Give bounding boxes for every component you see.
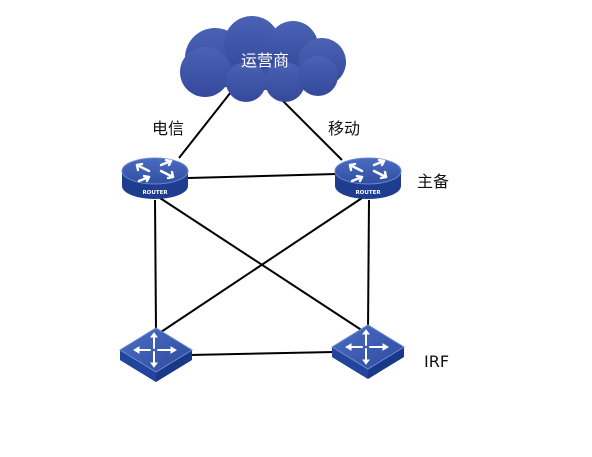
- router-icon: [121, 157, 189, 199]
- isp-cloud: 运营商: [180, 16, 346, 102]
- router-left: ROUTER: [121, 157, 189, 199]
- switch-right: [331, 324, 405, 379]
- router-badge-right: ROUTER: [355, 190, 381, 196]
- link-router-left-switch-left: [154, 199, 157, 331]
- router-right: ROUTER: [334, 157, 402, 199]
- link-router-right-switch-right: [367, 199, 370, 331]
- role-label-irf: IRF: [424, 352, 449, 371]
- link-router-left-switch-right: [159, 197, 367, 334]
- layer3-switch-icon: [119, 327, 193, 382]
- link-cloud-router-left: [178, 91, 232, 159]
- link-switch-switch: [189, 351, 335, 356]
- link-router-right-switch-left: [157, 197, 363, 335]
- cloud-label: 运营商: [241, 51, 289, 70]
- isp-label-mobile: 移动: [328, 119, 360, 138]
- link-router-router: [187, 173, 337, 179]
- router-badge-left: ROUTER: [142, 190, 168, 196]
- cloud-icon: [180, 16, 346, 102]
- isp-label-telecom: 电信: [152, 119, 184, 138]
- role-label-primary-backup: 主备: [417, 172, 449, 191]
- switch-left: [119, 327, 193, 382]
- layer3-switch-icon: [331, 324, 405, 379]
- router-icon: [334, 157, 402, 199]
- link-cloud-router-right: [273, 91, 343, 161]
- links: [154, 91, 370, 356]
